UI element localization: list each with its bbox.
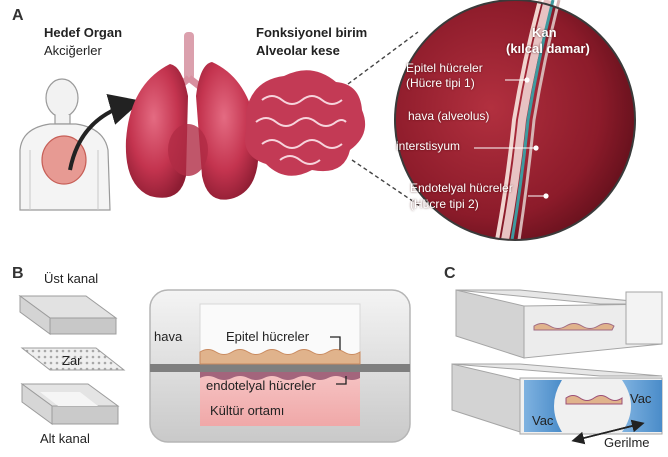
lungs-illustration — [125, 32, 259, 200]
air-alveolus-label: hava (alveolus) — [408, 109, 490, 123]
stretch-label: Gerilme — [604, 435, 650, 450]
alveolar-sac-illustration — [244, 70, 366, 176]
exploded-device — [18, 295, 126, 425]
membrane-label: Zar — [62, 353, 82, 368]
air-label: hava — [154, 329, 183, 344]
epithelial-dot — [524, 77, 530, 83]
target-organ-name: Akciğerler — [44, 43, 102, 58]
functional-unit-name: Alveolar kese — [256, 43, 340, 58]
vac-left-label: Vac — [532, 413, 554, 428]
endothelial-dot — [543, 193, 549, 199]
target-organ-title: Hedef Organ — [44, 25, 123, 40]
zoom-lines — [347, 31, 421, 207]
stretch-arrow-left — [571, 423, 641, 445]
human-body-illustration — [19, 78, 111, 211]
vac-right-label: Vac — [630, 391, 652, 406]
endothelial-label: Endotelyal hücreler — [410, 181, 513, 195]
porous-membrane — [150, 364, 410, 372]
interstitium-label: interstisyum — [396, 139, 461, 153]
epithelial-cells-label: Epitel hücreler — [226, 329, 310, 344]
interstitium-dot — [533, 145, 539, 151]
blood-label: Kan — [532, 25, 557, 40]
stretch-device — [451, 289, 663, 435]
endothelial-type-label: (Hücre tipi 2) — [410, 197, 479, 211]
panel-c-letter: C — [444, 265, 456, 282]
epithelial-cell-layer — [199, 349, 361, 365]
device-cross-section — [149, 289, 411, 443]
epithelial-type-label: (Hücre tipi 1) — [406, 76, 475, 90]
endothelial-cell-layer — [200, 372, 360, 380]
vacuum-channel-right — [622, 380, 662, 432]
panel-a-letter: A — [12, 7, 24, 24]
culture-medium-label: Kültür ortamı — [210, 403, 285, 418]
endothelial-cells-label: endotelyal hücreler — [206, 378, 316, 393]
capillary-label: (kılcal damar) — [506, 41, 590, 56]
organ-arrow — [68, 93, 142, 171]
epithelial-pointer — [330, 336, 341, 350]
alveolus-zoom-circle — [394, 0, 636, 241]
functional-unit-title: Fonksiyonel birim — [256, 25, 368, 40]
panel-b-letter: B — [12, 265, 24, 282]
membrane-mesh — [20, 347, 126, 371]
lower-channel-label: Alt kanal — [40, 431, 90, 446]
vacuum-channel-left — [524, 380, 562, 432]
upper-channel-label: Üst kanal — [44, 271, 99, 286]
endothelial-pointer — [336, 376, 347, 385]
epithelial-label: Epitel hücreler — [406, 61, 483, 75]
